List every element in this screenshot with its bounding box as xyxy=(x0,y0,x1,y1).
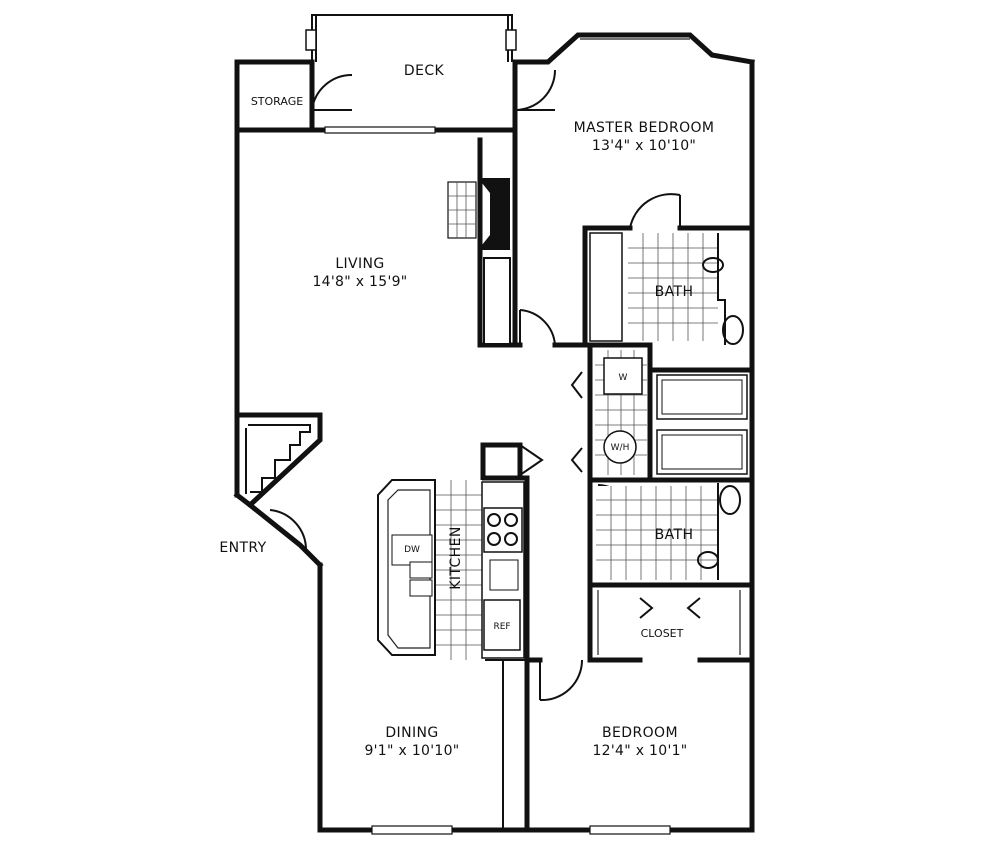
water-heater-label: W/H xyxy=(611,443,630,453)
washer-label: W xyxy=(619,373,628,383)
closet-label: CLOSET xyxy=(641,627,684,640)
bedroom-dimensions: 12'4" x 10'1" xyxy=(592,743,687,759)
second-bath-label: BATH xyxy=(655,527,694,543)
living-label: LIVING xyxy=(335,256,384,272)
kitchen-label: KITCHEN xyxy=(448,526,464,589)
dining-label: DINING xyxy=(385,725,438,741)
laundry xyxy=(595,350,748,475)
fireplace xyxy=(447,178,511,345)
room-labels: DECK STORAGE MASTER BEDROOM 13'4" x 10'1… xyxy=(219,63,714,759)
closet-shelving xyxy=(597,590,741,655)
bedroom-label: BEDROOM xyxy=(602,725,678,741)
second-bath-fixtures xyxy=(596,483,741,580)
master-bath-fixtures xyxy=(589,232,748,345)
deck-label: DECK xyxy=(404,63,445,79)
refrigerator-label: REF xyxy=(493,622,510,632)
entry-stairs xyxy=(245,424,311,494)
master-bedroom-dimensions: 13'4" x 10'10" xyxy=(592,138,696,154)
entry-label: ENTRY xyxy=(219,540,266,556)
fixture-labels: DW REF W W/H xyxy=(404,373,629,632)
master-bedroom-label: MASTER BEDROOM xyxy=(574,120,715,136)
master-bath-label: BATH xyxy=(655,284,694,300)
living-dimensions: 14'8" x 15'9" xyxy=(312,274,407,290)
windows xyxy=(324,38,690,835)
dishwasher-label: DW xyxy=(404,545,420,555)
kitchen-fixtures xyxy=(377,479,525,660)
storage-label: STORAGE xyxy=(251,95,303,108)
dining-dimensions: 9'1" x 10'10" xyxy=(364,743,459,759)
